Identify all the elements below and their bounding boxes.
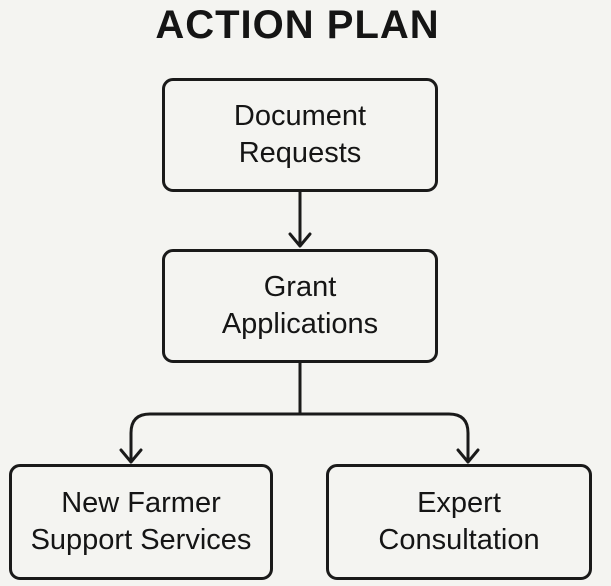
edge-grant-applications-to-expert-consultation [300, 412, 470, 461]
node-expert-consultation: Expert Consultation [326, 464, 592, 580]
edge-grant-applications-to-new-farmer-support-services [129, 412, 300, 461]
arrowhead-icon [119, 448, 143, 464]
diagram-title: ACTION PLAN [155, 3, 440, 47]
node-label-line: Expert [417, 487, 501, 519]
node-new-farmer-support-services: New Farmer Support Services [9, 464, 273, 580]
node-label-line: New Farmer [61, 487, 221, 519]
arrowhead-icon [288, 232, 312, 248]
node-label-line: Document [233, 100, 367, 132]
node-label-line: Consultation [378, 524, 540, 556]
node-label-line: Grant [263, 271, 337, 303]
node-label-line: Applications [221, 308, 379, 340]
arrowhead-icon [456, 448, 480, 464]
node-label-line: Requests [238, 137, 362, 169]
node-grant-applications: Grant Applications [162, 249, 438, 363]
node-document-requests: Document Requests [162, 78, 438, 192]
node-label-line: Support Services [30, 524, 252, 556]
